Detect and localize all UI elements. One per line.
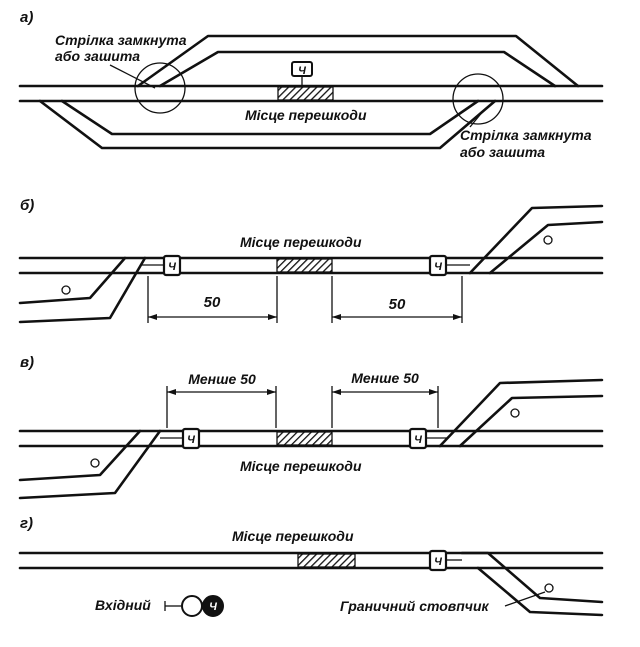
legend-signal-letter: Ч	[209, 601, 217, 613]
signal-lamp-white-icon	[181, 595, 203, 617]
dimension-right: Менше 50	[331, 370, 439, 428]
switch-note-right-line2: або зашита	[460, 144, 545, 160]
clearance-post	[543, 235, 553, 245]
obstacle-label: Місце перешкоди	[232, 528, 354, 544]
clearance-post	[544, 583, 554, 593]
clearance-post	[90, 458, 100, 468]
obstacle-label: Місце перешкоди	[240, 458, 362, 474]
leader-line-right	[469, 109, 485, 128]
obstacle-zone	[276, 258, 333, 273]
signal-left-letter: Ч	[187, 434, 195, 446]
clearance-post	[61, 285, 71, 295]
section-b-tracks	[18, 204, 604, 324]
switch-circle-right	[452, 73, 504, 125]
signal-left-letter: Ч	[168, 261, 176, 273]
section-v-tracks	[18, 378, 604, 500]
legend-entry-signal: Вхідний Ч	[95, 595, 224, 617]
signal-right-letter: Ч	[434, 261, 442, 273]
signal-letter: Ч	[298, 65, 306, 77]
signal-right-letter: Ч	[414, 434, 422, 446]
dimension-right: 50	[331, 276, 463, 323]
section-b-letter: б)	[20, 197, 34, 214]
section-a-letter: а)	[20, 9, 33, 26]
dimension-left-label: 50	[204, 294, 221, 311]
leader-line-left	[109, 64, 156, 89]
section-a: а) Стрілка замкнута або зашита Ч Місце п…	[18, 9, 604, 160]
clearance-post-label: Граничний стовпчик	[340, 598, 490, 614]
switch-note-left-line1: Стрілка замкнута	[55, 32, 187, 48]
clearance-post	[510, 408, 520, 418]
obstacle-zone	[277, 86, 334, 101]
dimension-left: Менше 50	[166, 371, 277, 428]
section-a-tracks	[18, 34, 604, 150]
obstacle-label: Місце перешкоди	[240, 234, 362, 250]
signal-left	[181, 427, 201, 450]
clearance-post-leader	[504, 591, 546, 607]
section-g: г) Місце перешкоди Ч Граничний стовпчик …	[18, 515, 604, 617]
section-v: в) Менше 50 Менше 50	[18, 354, 604, 500]
section-v-letter: в)	[20, 354, 34, 371]
section-g-tracks	[18, 551, 604, 617]
dimension-right-label: 50	[389, 296, 406, 313]
dimension-left: 50	[147, 276, 278, 323]
dimension-left-label: Менше 50	[188, 371, 256, 387]
signal-letter: Ч	[434, 556, 442, 568]
signal-left	[162, 254, 182, 277]
section-g-letter: г)	[20, 515, 33, 532]
obstacle-label: Місце перешкоди	[245, 107, 367, 123]
signal-lamp-dark-icon	[202, 595, 224, 617]
dimension-right-label: Менше 50	[351, 370, 419, 386]
switch-note-left-line2: або зашита	[55, 48, 140, 64]
obstacle-zone	[276, 431, 333, 446]
switch-circle-left	[134, 62, 186, 114]
obstacle-zone	[297, 553, 356, 568]
legend-entry-label: Вхідний	[95, 597, 151, 613]
section-b: б) Місце перешкоди Ч Ч 50	[18, 197, 604, 324]
switch-note-right-line1: Стрілка замкнута	[460, 127, 592, 143]
